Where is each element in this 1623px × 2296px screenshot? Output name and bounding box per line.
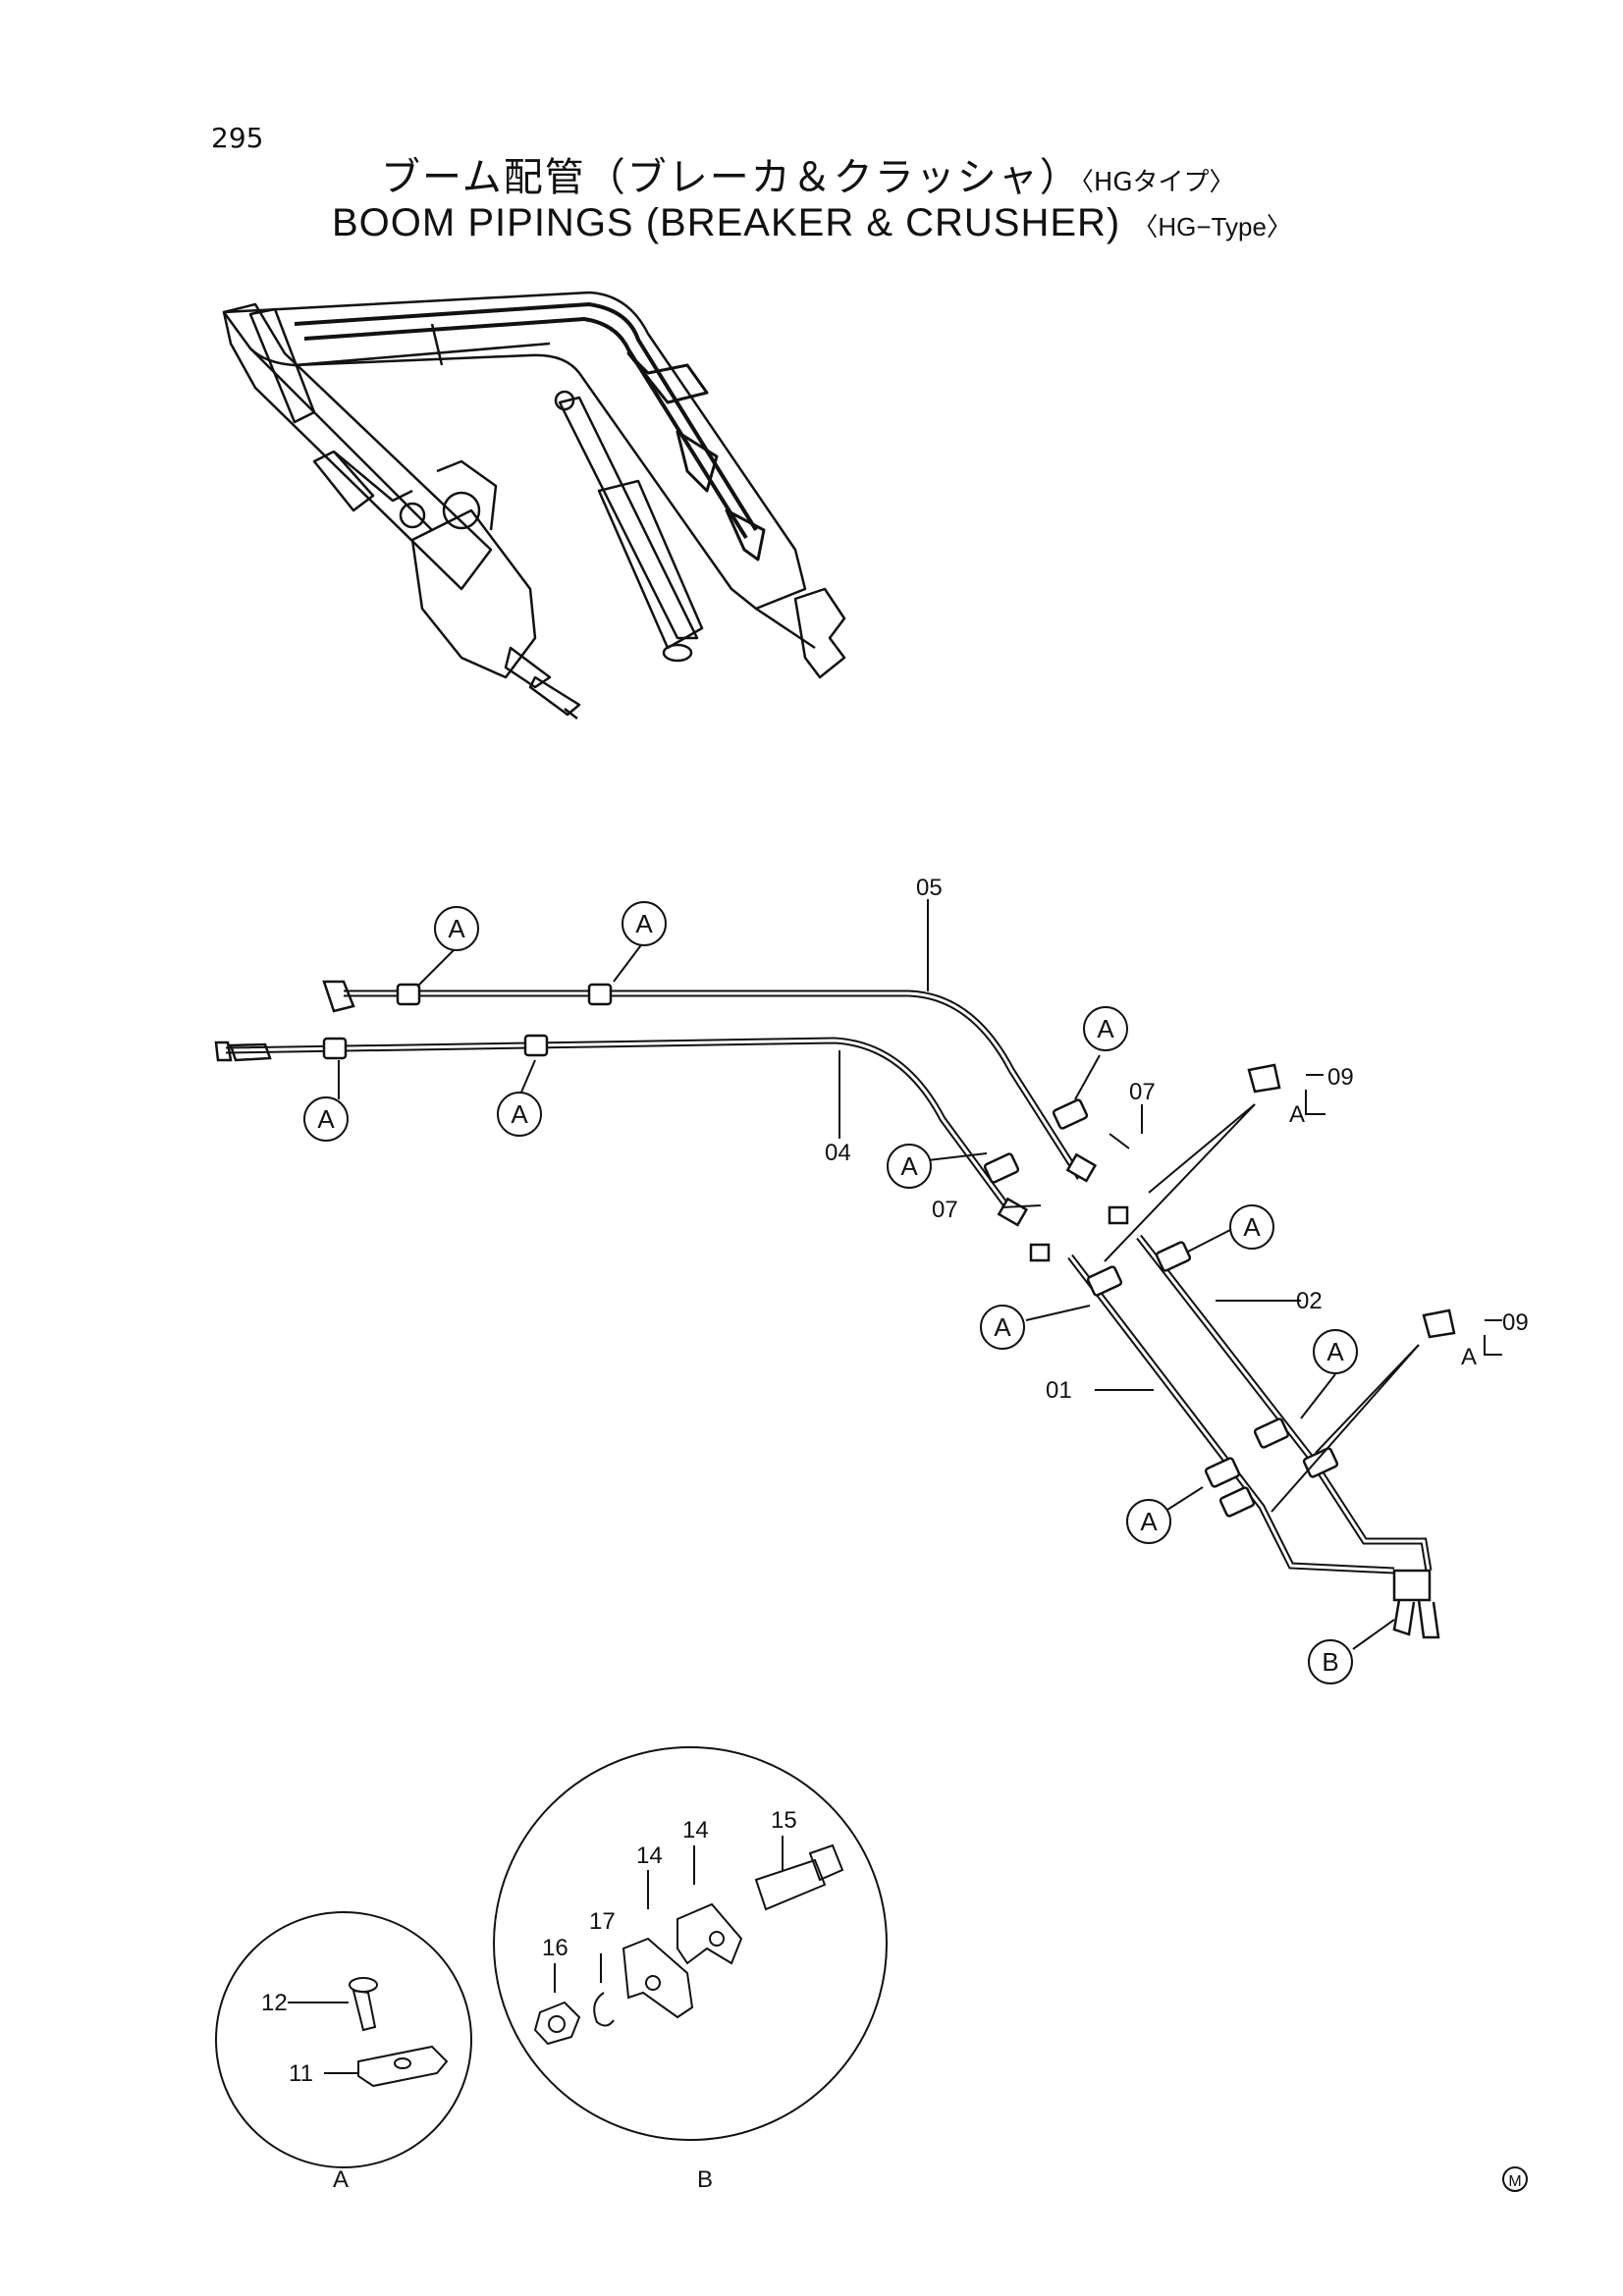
- title-en-text: BOOM PIPINGS (BREAKER & CRUSHER): [332, 201, 1121, 244]
- detail-b-part-15: 15: [771, 1807, 797, 1834]
- part-label-02: 02: [1296, 1288, 1323, 1314]
- detail-b: [493, 1746, 888, 2141]
- pipe-clamp-icon: [622, 1937, 694, 2019]
- part-label-05: 05: [916, 875, 943, 901]
- ref-a-label-2: A: [635, 909, 653, 938]
- breaker-icon: [410, 459, 581, 720]
- detail-a: [215, 1911, 472, 2168]
- ref-a-label-6: A: [900, 1151, 918, 1181]
- page-number: 295: [211, 122, 264, 154]
- detail-a-label: A: [333, 2166, 349, 2193]
- reference-circles: [303, 901, 1358, 1684]
- part-label-01: 01: [1046, 1377, 1072, 1404]
- reference-circle-labels: A A A A A A A A A A: [317, 909, 1344, 1536]
- ref-a-label-7: A: [1243, 1212, 1261, 1242]
- part-label-07-upper: 07: [1129, 1079, 1156, 1105]
- footer-mark-circle: [1502, 2166, 1528, 2192]
- page-title-english: BOOM PIPINGS (BREAKER & CRUSHER) 〈HG−Typ…: [332, 201, 1292, 245]
- part-label-09-lower: 09: [1502, 1309, 1529, 1336]
- detail-a-part-12: 12: [261, 1990, 288, 2016]
- bolt-ref-a-upper: A: [1289, 1101, 1305, 1128]
- snap-ring-icon: [593, 1992, 615, 2027]
- title-en-type: 〈HG−Type〉: [1132, 212, 1292, 241]
- bolt-ref-a-lower: A: [1461, 1344, 1477, 1370]
- boom-piping-assembly: [214, 980, 1440, 1639]
- ref-a-label-3: A: [317, 1104, 335, 1134]
- detail-b-part-17: 17: [589, 1908, 616, 1935]
- page-title-japanese: ブーム配管（ブレーカ＆クラッシャ）〈HGタイプ〉: [381, 145, 1235, 202]
- pipe-clamp-icon: [676, 1902, 743, 1965]
- bolt-icon: [349, 1977, 378, 2032]
- ref-a-label-10: A: [1140, 1507, 1158, 1536]
- ref-a-label-9: A: [1326, 1337, 1344, 1366]
- title-jp-text: ブーム配管（ブレーカ＆クラッシャ）: [381, 155, 1081, 200]
- callout-leaders: [338, 899, 1502, 1650]
- bolt-icon: [754, 1843, 844, 1911]
- ref-a-label-5: A: [1097, 1014, 1114, 1043]
- part-label-09-upper: 09: [1327, 1064, 1354, 1091]
- detail-b-part-16: 16: [542, 1935, 568, 1961]
- detail-b-part-14-upper: 14: [682, 1817, 709, 1843]
- ref-a-label-4: A: [511, 1099, 528, 1129]
- detail-a-part-11: 11: [289, 2060, 313, 2087]
- detail-b-part-14-lower: 14: [636, 1842, 663, 1869]
- nut-icon: [533, 2001, 581, 2046]
- part-label-07-lower: 07: [932, 1197, 958, 1223]
- ref-a-label-1: A: [448, 914, 465, 943]
- pipe-clamp-icon: [357, 2045, 449, 2088]
- ref-a-label-8: A: [994, 1312, 1011, 1342]
- detail-b-label: B: [697, 2166, 713, 2193]
- part-label-04: 04: [825, 1140, 851, 1166]
- title-jp-type: 〈HGタイプ〉: [1080, 168, 1235, 197]
- pipe-clamp-icon: [322, 983, 1456, 1518]
- ref-b-label: B: [1322, 1647, 1338, 1677]
- excavator-boom-icon: [222, 291, 846, 720]
- footer-mark: M: [1508, 2173, 1521, 2190]
